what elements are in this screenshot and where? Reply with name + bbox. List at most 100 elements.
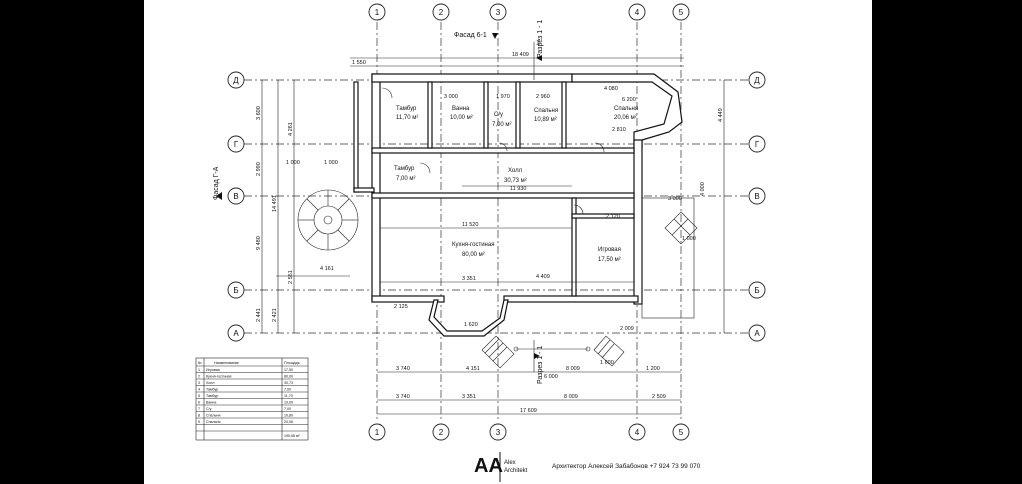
svg-text:2 125: 2 125 (394, 304, 408, 310)
svg-text:3 600: 3 600 (256, 106, 262, 120)
svg-text:11 520: 11 520 (462, 222, 478, 228)
svg-text:Спальня: Спальня (206, 414, 220, 418)
svg-text:Спальня: Спальня (614, 106, 638, 112)
svg-text:1 970: 1 970 (496, 94, 510, 100)
railing (513, 346, 591, 352)
svg-text:2 990: 2 990 (256, 162, 262, 176)
svg-text:Спальня: Спальня (206, 420, 220, 424)
axis-bubble-1-bottom: 1 (368, 423, 386, 441)
svg-text:4: 4 (635, 8, 640, 17)
svg-text:7,00: 7,00 (284, 388, 291, 392)
entry-stair-bottom (481, 335, 515, 369)
svg-text:2: 2 (198, 375, 200, 379)
svg-text:7: 7 (198, 407, 200, 411)
walls (353, 73, 683, 305)
svg-text:Холл: Холл (206, 381, 214, 385)
svg-text:Б: Б (233, 286, 238, 295)
svg-text:2 551: 2 551 (288, 270, 294, 284)
svg-text:Ванна: Ванна (452, 106, 470, 112)
svg-text:10,89: 10,89 (284, 414, 293, 418)
svg-text:4 261: 4 261 (288, 122, 294, 136)
architect-logo: AA Alex Architekt (474, 452, 528, 482)
svg-text:В: В (754, 192, 759, 201)
axis-bubble-5-bottom: 5 (672, 423, 690, 441)
svg-text:30,73 м²: 30,73 м² (504, 178, 527, 184)
svg-text:80,00 м²: 80,00 м² (462, 252, 485, 258)
svg-text:5: 5 (679, 428, 684, 437)
svg-text:8 009: 8 009 (564, 394, 578, 400)
svg-text:80,00: 80,00 (284, 375, 293, 379)
section-top-label: Разрез 1 - 1 (537, 20, 544, 58)
svg-text:Кухня-гостиная: Кухня-гостиная (206, 375, 231, 379)
drawing-sheet: 1 2 3 4 5 1 2 3 4 5 Д Г В Б А Д Г В Б А (144, 0, 872, 484)
svg-text:2 960: 2 960 (536, 94, 550, 100)
svg-text:8 009: 8 009 (566, 366, 580, 372)
svg-text:Игровая: Игровая (598, 247, 621, 253)
room-label-su: С/у7,00 м² (492, 112, 511, 128)
svg-text:11 930: 11 930 (510, 186, 526, 192)
svg-text:8: 8 (198, 414, 200, 418)
axis-bubble-D-left: Д (227, 71, 245, 89)
svg-text:1 620: 1 620 (464, 322, 478, 328)
svg-text:3: 3 (496, 428, 501, 437)
svg-text:Ванна: Ванна (206, 401, 216, 405)
svg-text:2: 2 (439, 428, 444, 437)
svg-text:А: А (754, 329, 760, 338)
axis-bubble-4-top: 4 (628, 3, 646, 21)
svg-text:А: А (233, 329, 239, 338)
architect-contact: Архитектор Алексей Забабонов +7 924 73 9… (552, 462, 701, 470)
svg-text:4 161: 4 161 (320, 266, 334, 272)
svg-text:3 351: 3 351 (462, 394, 476, 400)
svg-text:9 480: 9 480 (256, 236, 262, 250)
svg-text:3: 3 (496, 8, 501, 17)
axis-bubble-2-top: 2 (432, 3, 450, 21)
svg-text:2 509: 2 509 (652, 394, 666, 400)
svg-text:№: № (198, 361, 202, 365)
svg-text:6 000: 6 000 (544, 374, 558, 380)
svg-text:2 120: 2 120 (606, 214, 620, 220)
svg-text:4: 4 (198, 388, 200, 392)
svg-text:5: 5 (679, 8, 684, 17)
spiral-stair (297, 189, 359, 251)
axis-bubble-A-left: А (227, 324, 245, 342)
svg-text:Игровая: Игровая (206, 368, 220, 372)
svg-text:1: 1 (198, 368, 200, 372)
svg-text:В: В (233, 192, 238, 201)
svg-text:Тамбур: Тамбур (206, 388, 218, 392)
svg-text:4: 4 (635, 428, 640, 437)
axis-bubble-3-bottom: 3 (489, 423, 507, 441)
svg-text:1 550: 1 550 (352, 60, 366, 66)
bay-window (428, 299, 509, 337)
doors (381, 87, 605, 215)
svg-text:1: 1 (375, 8, 380, 17)
svg-text:7,00: 7,00 (284, 407, 291, 411)
section-marks (216, 33, 542, 372)
axis-bubble-3-top: 3 (489, 3, 507, 21)
axis-bubble-B-left: Б (227, 281, 245, 299)
svg-text:17,50 м²: 17,50 м² (598, 257, 621, 263)
svg-text:Б: Б (754, 286, 759, 295)
svg-text:20,06: 20,06 (284, 420, 293, 424)
svg-text:9: 9 (198, 420, 200, 424)
svg-text:3 000: 3 000 (444, 94, 458, 100)
axis-bubble-B-right: Б (748, 281, 766, 299)
svg-text:4 151: 4 151 (466, 366, 480, 372)
svg-text:1: 1 (375, 428, 380, 437)
facade-top-label: Фасад 6-1 (454, 32, 487, 39)
svg-text:AA: AA (474, 455, 503, 477)
axis-bubble-D-right: Д (748, 71, 766, 89)
svg-text:3 740: 3 740 (396, 394, 410, 400)
terrace-outline (641, 197, 695, 319)
svg-text:1 600: 1 600 (600, 360, 614, 366)
svg-text:6: 6 (198, 401, 200, 405)
svg-text:Alex: Alex (504, 460, 516, 466)
svg-text:С/у: С/у (494, 112, 503, 118)
svg-text:3 000: 3 000 (668, 196, 682, 202)
dims-left: 3 600 4 261 2 990 14 491 9 480 2 441 2 4… (256, 106, 338, 322)
svg-text:195,58 м²: 195,58 м² (284, 434, 300, 438)
